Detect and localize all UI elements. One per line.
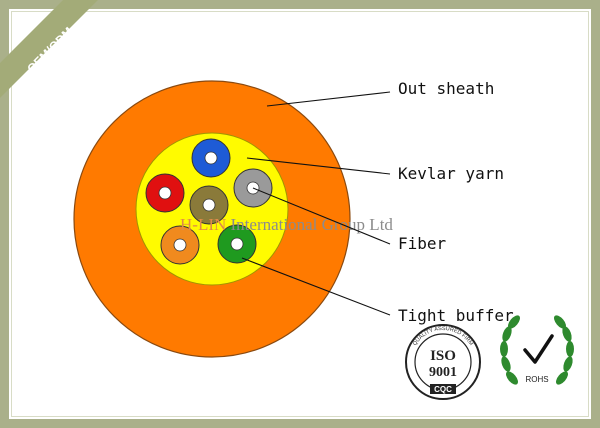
fiber-bottom-right xyxy=(217,224,257,264)
rohs-badge-text: ROHS xyxy=(525,375,548,384)
rohs-checkmark-icon xyxy=(523,334,554,364)
rohs-laurel-icon xyxy=(500,315,574,385)
label-out-sheath: Out sheath xyxy=(398,79,494,98)
watermark-brand: H-LIN xyxy=(180,215,226,234)
watermark: H-LIN International Group Ltd xyxy=(180,215,393,234)
label-fiber: Fiber xyxy=(398,234,447,253)
fiber-bottom-left xyxy=(160,225,200,265)
leader-line-kevlar-yarn xyxy=(246,157,391,175)
rohs-badge: ROHS xyxy=(500,315,574,385)
iso-badge-cqc: CQC xyxy=(434,385,452,394)
fiber-left xyxy=(145,173,185,213)
iso-9001-badge: QUALITY ASSURED FIRM ISO 9001 CQC xyxy=(405,324,481,400)
label-kevlar-yarn: Kevlar yarn xyxy=(398,164,504,183)
fiber-top xyxy=(191,138,231,178)
iso-badge-iso: ISO xyxy=(430,348,456,364)
leader-line-out-sheath xyxy=(266,91,391,107)
fiber-center xyxy=(189,185,229,225)
oem-ribbon xyxy=(0,0,98,98)
watermark-company: International Group Ltd xyxy=(226,215,393,234)
leader-line-fiber xyxy=(252,187,391,245)
iso-badge-number: 9001 xyxy=(429,365,457,380)
leader-line-tight-buffer xyxy=(241,257,391,316)
label-tight-buffer: Tight buffer xyxy=(398,306,514,325)
